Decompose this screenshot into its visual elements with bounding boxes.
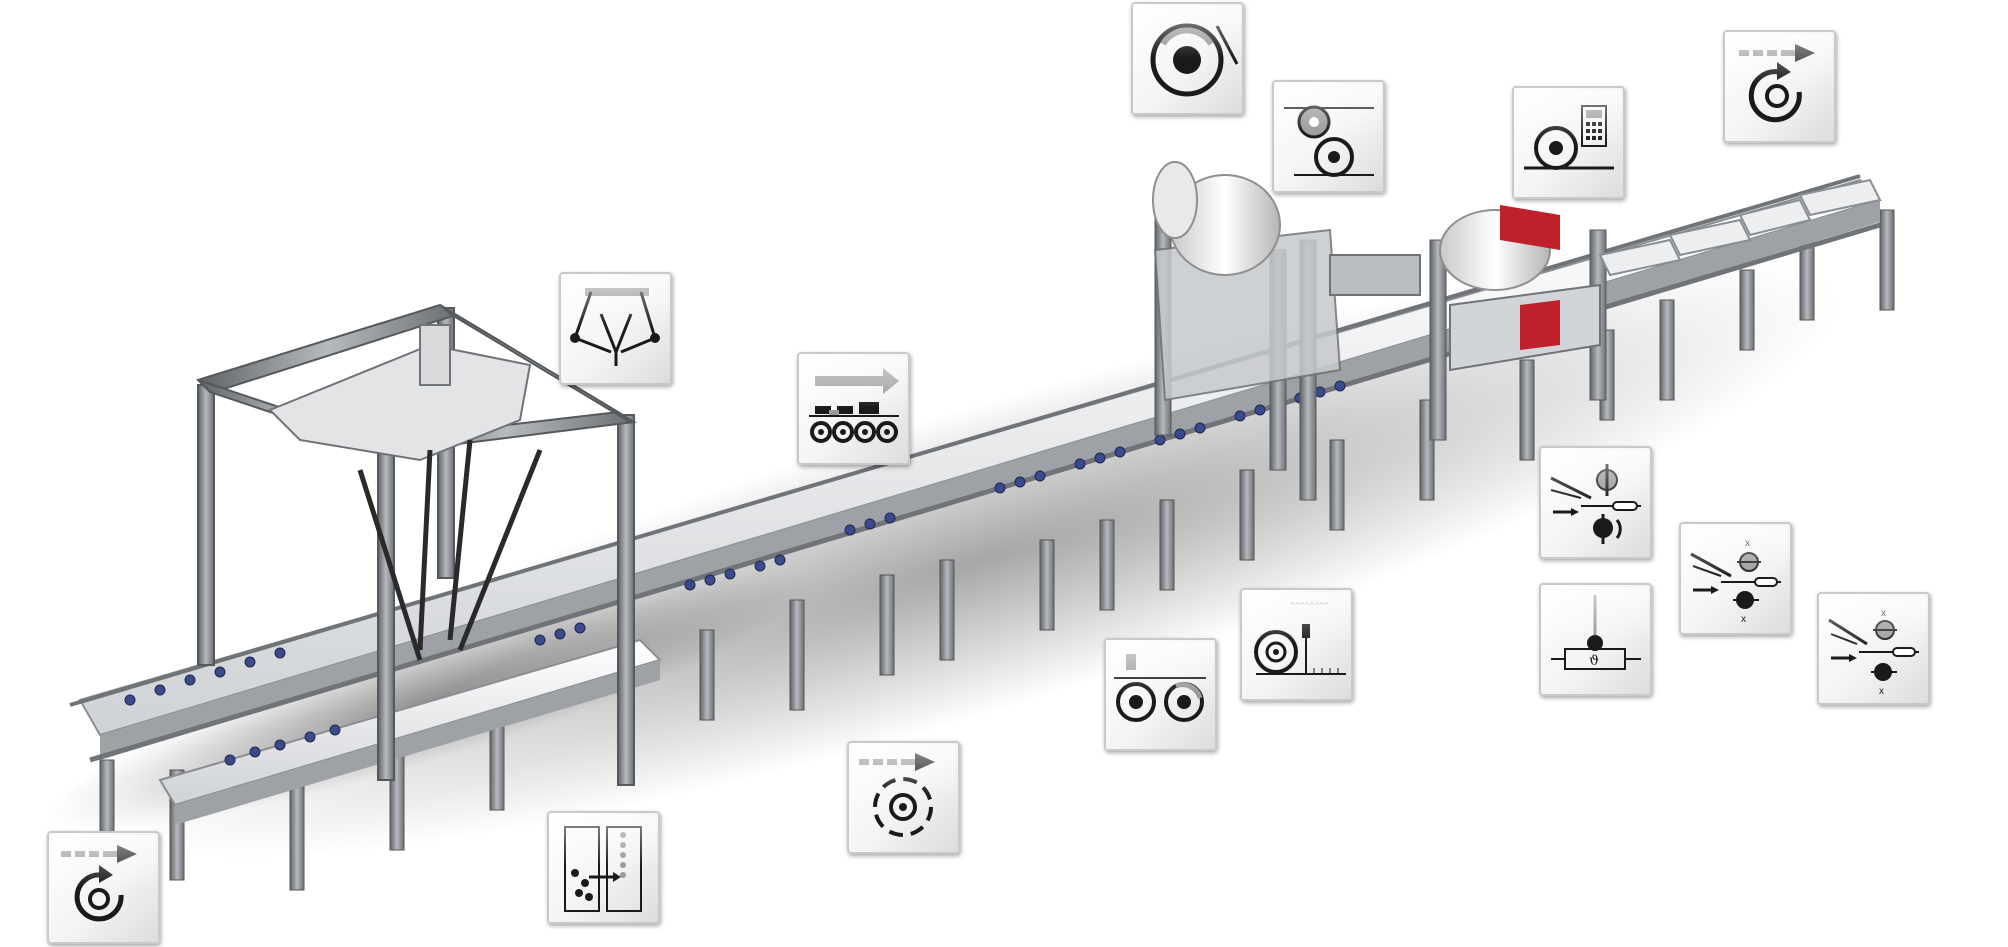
svg-text:^^^^^^^^: ^^^^^^^^ [1290,601,1329,610]
temperature-sealing-icon[interactable]: ϑ [1539,583,1652,696]
svg-text:x: x [1745,538,1750,549]
delta-robot-icon[interactable] [559,272,672,385]
pick-and-place-icon[interactable] [547,811,660,924]
sealing-unit [1429,205,1607,441]
delta-robot-head [268,324,543,661]
conveyor-transport-icon[interactable] [797,352,910,465]
products [124,380,1346,766]
svg-text:x: x [1741,614,1746,625]
cam-rotation-icon[interactable] [847,741,960,854]
cross-cutter-icon[interactable] [1539,446,1652,559]
print-mark-sensor-icon[interactable]: ^^^^^^^^ [1240,588,1353,701]
rotary-knife-icon[interactable] [1131,2,1244,115]
rotation-arrow-2-icon[interactable] [47,831,160,944]
rotation-arrow-icon[interactable] [1723,30,1836,143]
svg-text:x: x [1881,608,1886,619]
svg-text:x: x [1879,686,1884,697]
unwind-rollers-icon[interactable] [1104,638,1217,751]
nip-rollers-icon[interactable] [1272,80,1385,193]
film-unwind-stand [1152,161,1421,501]
outfeed-modules [1598,178,1882,277]
roll-counter-icon[interactable] [1512,86,1625,199]
svg-text:ϑ: ϑ [1589,653,1599,669]
